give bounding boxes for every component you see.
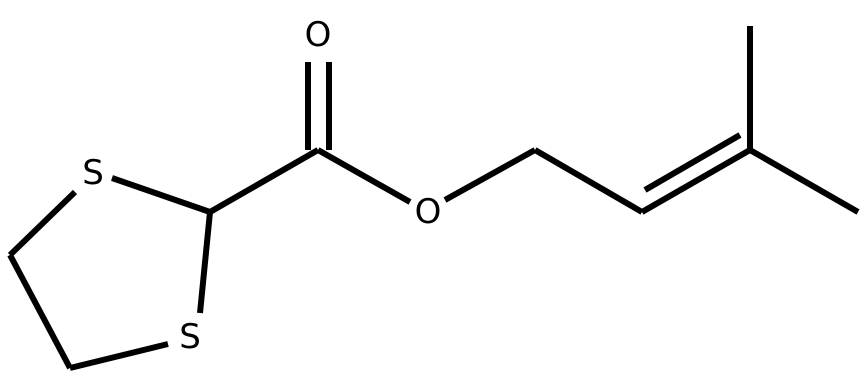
bond-s2-c2 [197,211,213,314]
bond-ch2-ch [533,147,644,215]
atom-label-oxygen-carbonyl: O [305,15,332,55]
bond-s1-ch2 [7,189,78,258]
bond-s1-c2 [111,175,211,215]
bond-o-ester-ch2 [443,147,537,203]
bond-carbonyl-c-o-ester [316,147,412,205]
bond-cc-double-b [643,132,742,193]
bond-ch2-s2 [69,341,169,371]
atom-label-oxygen-ester: O [415,192,442,232]
bond-ch2-ch2 [7,253,73,370]
bond-cc-double-a [640,147,752,215]
atom-label-sulfur-1: S [82,153,104,193]
bond-c2-carbonyl-c [208,147,320,215]
bond-methyl-right [748,147,860,215]
atom-label-sulfur-2: S [179,317,201,357]
